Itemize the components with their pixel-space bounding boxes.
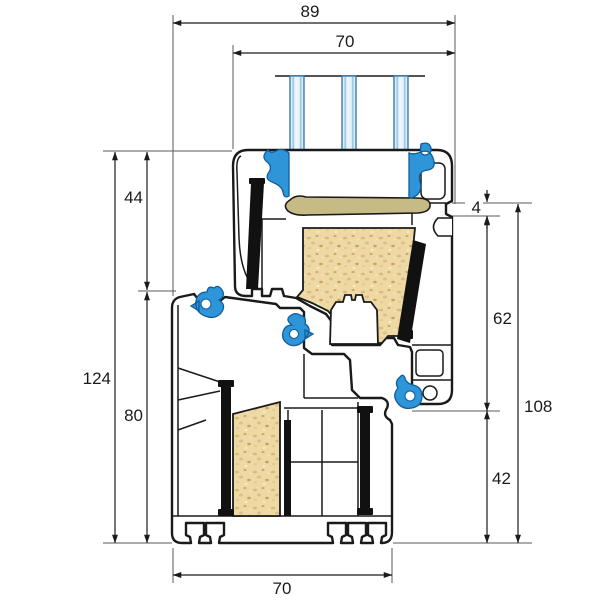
steel-reinforcement-sash — [246, 178, 426, 343]
drip-groove — [432, 217, 452, 237]
dimension-lines — [112, 20, 521, 578]
hardware-groove — [329, 294, 379, 345]
gasket-glazing-right — [408, 142, 435, 199]
dim-label-overall-width: 89 — [301, 2, 320, 21]
steel-reinforcement-frame — [218, 380, 373, 516]
glazing-sealant — [284, 195, 431, 216]
dim-label-sash-width: 70 — [336, 32, 355, 51]
dim-label-base-width: 70 — [273, 579, 292, 598]
dim-label-total-left: 124 — [83, 369, 111, 388]
dim-label-upper-left: 44 — [124, 188, 143, 207]
dim-label-bg — [465, 199, 483, 215]
sash-profile — [231, 148, 454, 406]
dim-label-overlap: 62 — [493, 309, 512, 328]
gasket-glazing-left — [263, 148, 290, 198]
dim-label-drip-step: 4 — [472, 198, 481, 217]
dim-label-lower-left: 80 — [124, 406, 143, 425]
dim-label-right-total: 108 — [524, 397, 552, 416]
gasket-center — [282, 313, 315, 347]
dimension-labels: 89 70 44 124 80 4 62 108 42 70 — [83, 2, 553, 598]
gasket-bulbs — [200, 298, 416, 402]
dim-label-lower-right: 42 — [492, 469, 511, 488]
insulation-foam-frame — [232, 400, 281, 517]
